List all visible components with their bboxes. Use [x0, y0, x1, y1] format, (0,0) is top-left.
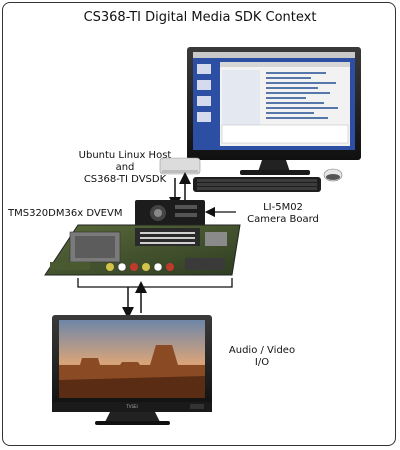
television: TVSEI: [52, 315, 212, 425]
desktop-monitor: [187, 47, 361, 175]
dvevm-board: [44, 224, 241, 276]
camera-label: LI-5M02 Camera Board: [247, 202, 319, 225]
host-label: Ubuntu Linux Host and CS368-TI DVSDK: [78, 150, 172, 185]
diagram-frame: [2, 2, 396, 446]
keyboard: [193, 177, 321, 192]
camera-board: [135, 200, 205, 228]
av-label: Audio / Video I/O: [228, 345, 296, 368]
host-computer: [159, 157, 201, 175]
mouse: [323, 168, 343, 182]
diagram-title: CS368-TI Digital Media SDK Context: [83, 10, 317, 25]
av-bracket: [77, 278, 233, 288]
evm-label: TMS320DM36x DVEVM: [8, 208, 123, 219]
tv-brand: TVSEI: [125, 404, 137, 409]
